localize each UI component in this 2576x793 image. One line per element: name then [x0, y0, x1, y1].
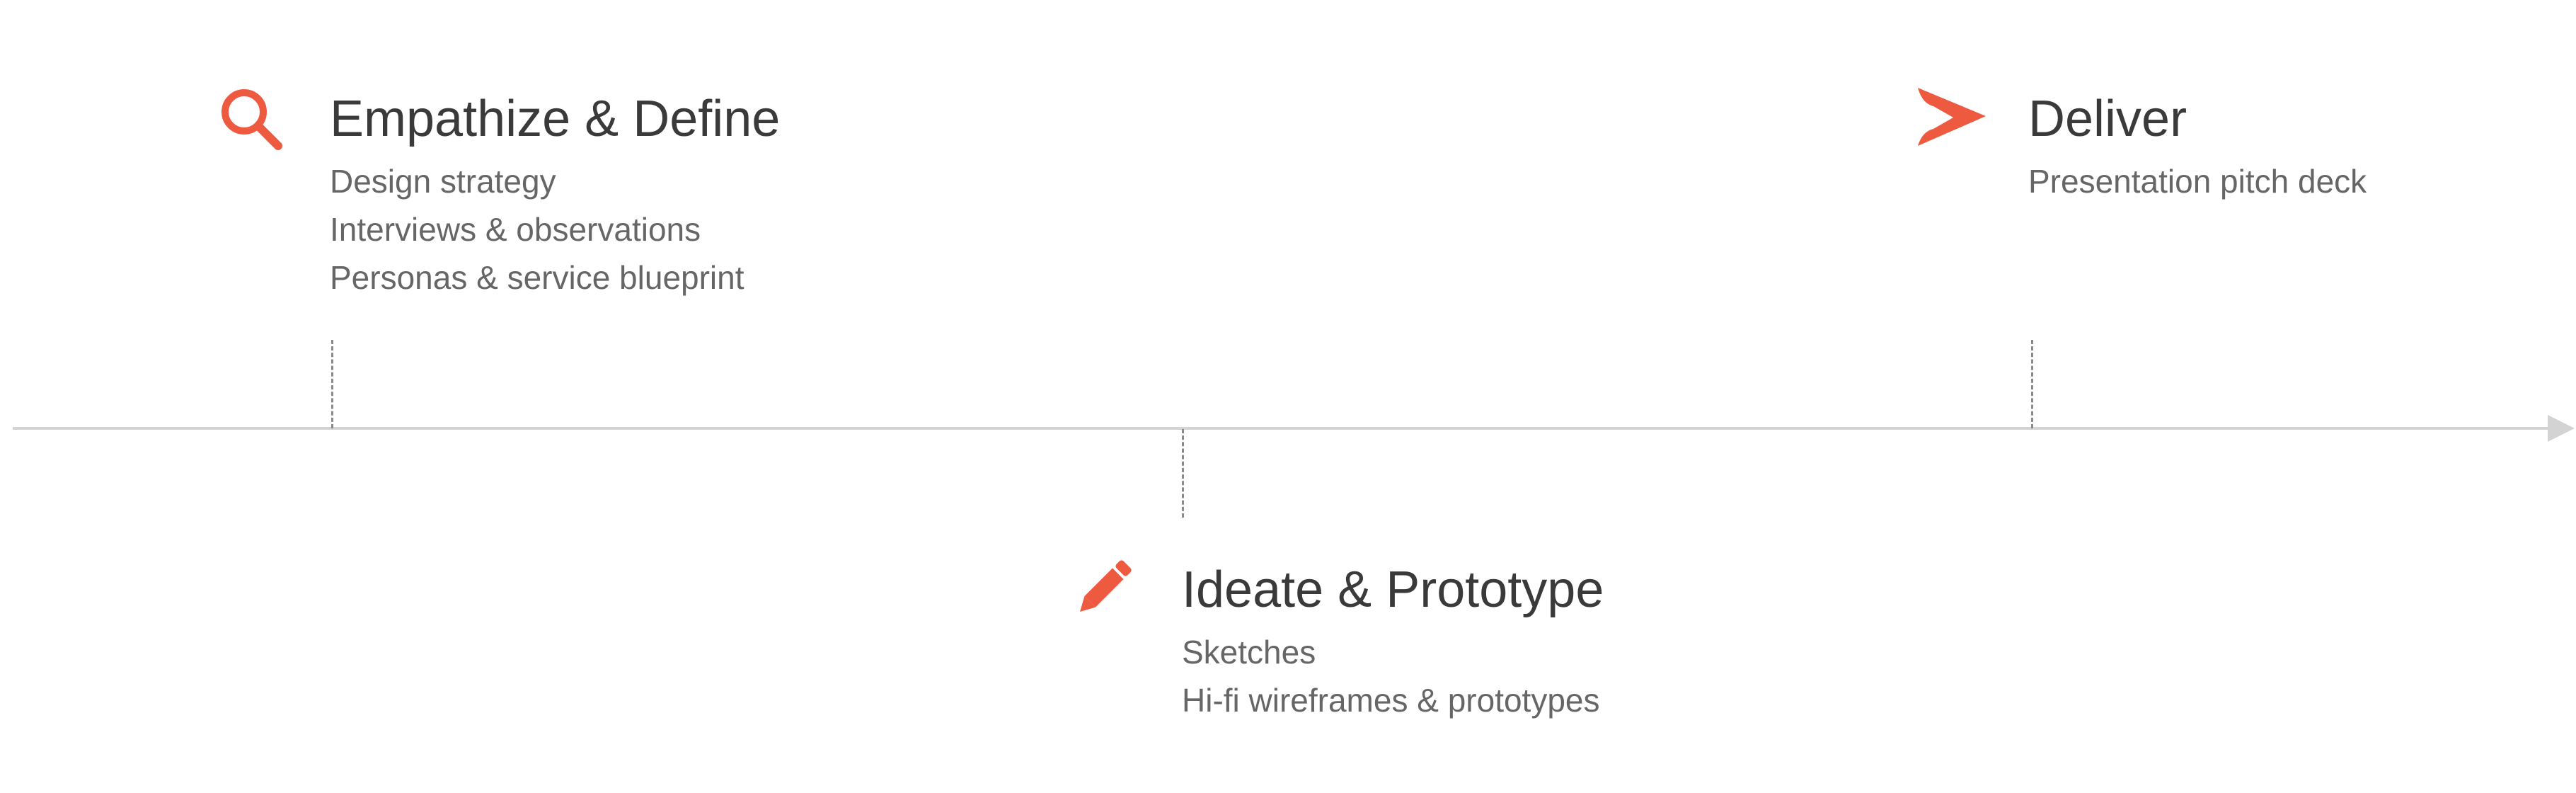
stage-item: Interviews & observations — [330, 211, 701, 248]
send-icon — [1915, 84, 1986, 154]
stage-item: Hi-fi wireframes & prototypes — [1182, 682, 1600, 719]
stage-item: Sketches — [1182, 634, 1316, 671]
stage-item-list: Sketches Hi-fi wireframes & prototypes — [1182, 628, 1600, 724]
timeline-axis — [13, 427, 2551, 430]
stage-item-list: Presentation pitch deck — [2028, 157, 2367, 205]
stage-connector — [331, 340, 333, 428]
stage-item-list: Design strategy Interviews & observation… — [330, 157, 744, 302]
stage-item: Design strategy — [330, 163, 556, 200]
stage-item: Personas & service blueprint — [330, 259, 744, 296]
pencil-icon — [1069, 552, 1139, 623]
stage-title: Empathize & Define — [330, 91, 781, 147]
stage-item: Presentation pitch deck — [2028, 163, 2367, 200]
stage-connector — [1182, 429, 1184, 518]
stage-title: Deliver — [2028, 91, 2187, 147]
stage-connector — [2031, 340, 2033, 428]
timeline-arrowhead — [2548, 415, 2575, 442]
search-icon — [216, 84, 287, 154]
stage-title: Ideate & Prototype — [1182, 561, 1604, 618]
